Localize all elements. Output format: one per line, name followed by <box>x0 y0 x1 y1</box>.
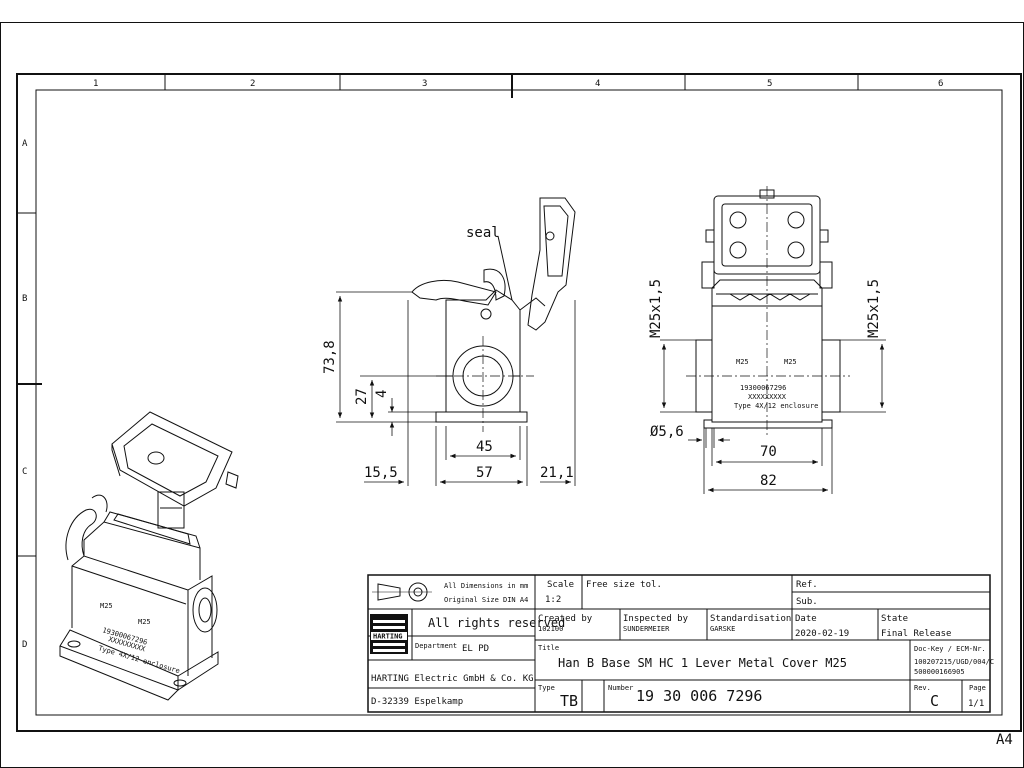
column-label: 4 <box>595 79 600 89</box>
created-value: 102100 <box>538 625 563 633</box>
tolerance-label: Free size tol. <box>586 580 662 590</box>
serial-marking: XXXXXXXXX <box>748 393 787 401</box>
dimension-small-height: 4 <box>374 390 390 398</box>
frame-row-labels: A B C D <box>22 139 28 650</box>
iso-thread-marking-left: M25 <box>100 602 113 610</box>
front-view <box>686 186 850 436</box>
frame-column-labels: 1 2 3 4 5 6 <box>93 79 943 89</box>
standard-label: Standardisation <box>710 614 791 624</box>
dimension-width-82: 82 <box>760 473 777 489</box>
dimension-width-45: 45 <box>476 439 493 455</box>
scale-value: 1:2 <box>545 595 561 605</box>
state-label: State <box>881 614 908 624</box>
rev-label: Rev. <box>914 684 931 692</box>
drawing-frame <box>0 22 1024 768</box>
standard-value: GARSKE <box>710 625 735 633</box>
dimension-axis-height: 27 <box>354 388 370 405</box>
dimension-total-height: 73,8 <box>322 340 338 374</box>
column-label: 1 <box>93 79 98 89</box>
dockey-label: Doc-Key / ECM-Nr. <box>914 645 986 653</box>
iso-thread-marking-right: M25 <box>138 618 151 626</box>
logo-text: HARTING <box>373 633 403 641</box>
company-address: D-32339 Espelkamp <box>371 697 463 707</box>
created-label: Created by <box>538 614 593 624</box>
dimension-offset-left: 15,5 <box>364 465 398 481</box>
date-value: 2020-02-19 <box>795 629 849 639</box>
row-label: B <box>22 294 27 304</box>
thread-marking-right: M25 <box>784 358 797 366</box>
dockey-value: 100207215/UGD/004/C <box>914 658 994 666</box>
size-note: Original Size DIN A4 <box>444 596 528 604</box>
department-value: EL PD <box>462 644 489 654</box>
rev-value: C <box>930 692 939 710</box>
side-view-dimensions <box>336 291 576 486</box>
drawing-title: Han B Base SM HC 1 Lever Metal Cover M25 <box>558 656 847 670</box>
dimension-hole-diameter: Ø5,6 <box>650 424 684 440</box>
page-value: 1/1 <box>968 699 984 709</box>
part-number-marking: 19300067296 <box>740 384 786 392</box>
title-block <box>367 574 991 713</box>
row-label: A <box>22 139 28 149</box>
isometric-view <box>59 411 239 701</box>
column-label: 5 <box>767 79 772 89</box>
inspected-value: SUNDERMEIER <box>623 625 670 633</box>
thread-marking-left: M25 <box>736 358 749 366</box>
column-label: 2 <box>250 79 255 89</box>
front-view-markings: M25 M25 19300067296 XXXXXXXXX Type 4X/12… <box>734 358 818 410</box>
side-view <box>411 197 576 432</box>
front-view-dimensions <box>660 339 886 494</box>
page-label: Page <box>969 684 986 692</box>
ecm-value: 500000166905 <box>914 668 965 676</box>
rights-text: All rights reserved <box>428 616 565 630</box>
dimension-thread-left: M25x1,5 <box>648 279 664 338</box>
dimension-width-57: 57 <box>476 465 493 481</box>
state-value: Final Release <box>881 629 951 639</box>
number-label: Number <box>608 684 633 692</box>
department-label: Department <box>415 642 457 650</box>
sheet-size-label: A4 <box>996 732 1013 748</box>
type-marking: Type 4X/12 enclosure <box>734 402 818 410</box>
type-value: TB <box>560 692 578 710</box>
company-name: HARTING Electric GmbH & Co. KG <box>371 674 534 684</box>
title-label: Title <box>538 644 559 652</box>
title-block-text: All Dimensions in mm Original Size DIN A… <box>371 580 994 710</box>
harting-logo: HARTING <box>370 614 408 654</box>
scale-label: Scale <box>547 580 574 590</box>
column-label: 3 <box>422 79 427 89</box>
column-label: 6 <box>938 79 943 89</box>
dimension-width-70: 70 <box>760 444 777 460</box>
ref-label: Ref. <box>796 580 818 590</box>
dimension-offset-right: 21,1 <box>540 465 574 481</box>
seal-callout: seal <box>466 225 500 241</box>
row-label: D <box>22 640 27 650</box>
row-label: C <box>22 467 27 477</box>
drawing-number: 19 30 006 7296 <box>636 687 762 705</box>
inspected-label: Inspected by <box>623 614 689 624</box>
projection-symbol-icon <box>372 582 432 602</box>
dims-note: All Dimensions in mm <box>444 582 528 590</box>
type-label: Type <box>538 684 555 692</box>
date-label: Date <box>795 614 817 624</box>
dimension-thread-right: M25x1,5 <box>866 279 882 338</box>
sub-label: Sub. <box>796 597 818 607</box>
